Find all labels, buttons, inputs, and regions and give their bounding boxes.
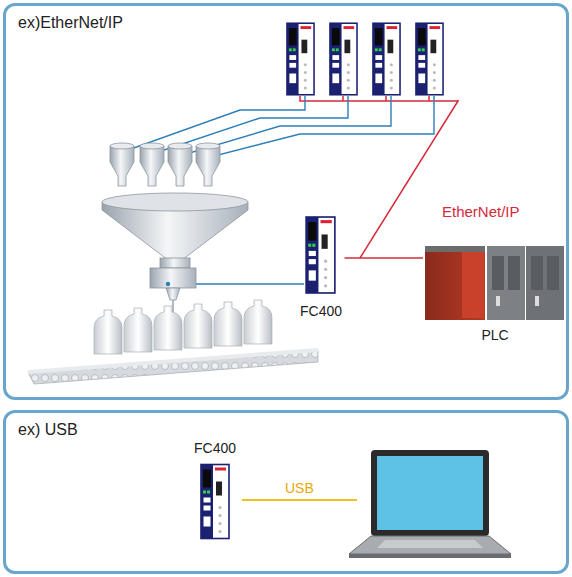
device-label: FC400 [300, 303, 342, 319]
device-label: FC400 [194, 440, 236, 456]
controller-unit: FC400 [192, 440, 239, 542]
panel: ex)EtherNet/IP FC400PLC [3, 3, 569, 400]
network-cable [345, 257, 424, 259]
connection-label: USB [285, 480, 314, 496]
panel-title: ex)EtherNet/IP [18, 14, 123, 32]
plc-unit: PLC [423, 243, 567, 343]
controller-unit: FC400 [298, 213, 345, 319]
network-label: EtherNet/IP [442, 203, 520, 220]
panel-title: ex) USB [18, 421, 78, 439]
device-label: PLC [481, 327, 508, 343]
